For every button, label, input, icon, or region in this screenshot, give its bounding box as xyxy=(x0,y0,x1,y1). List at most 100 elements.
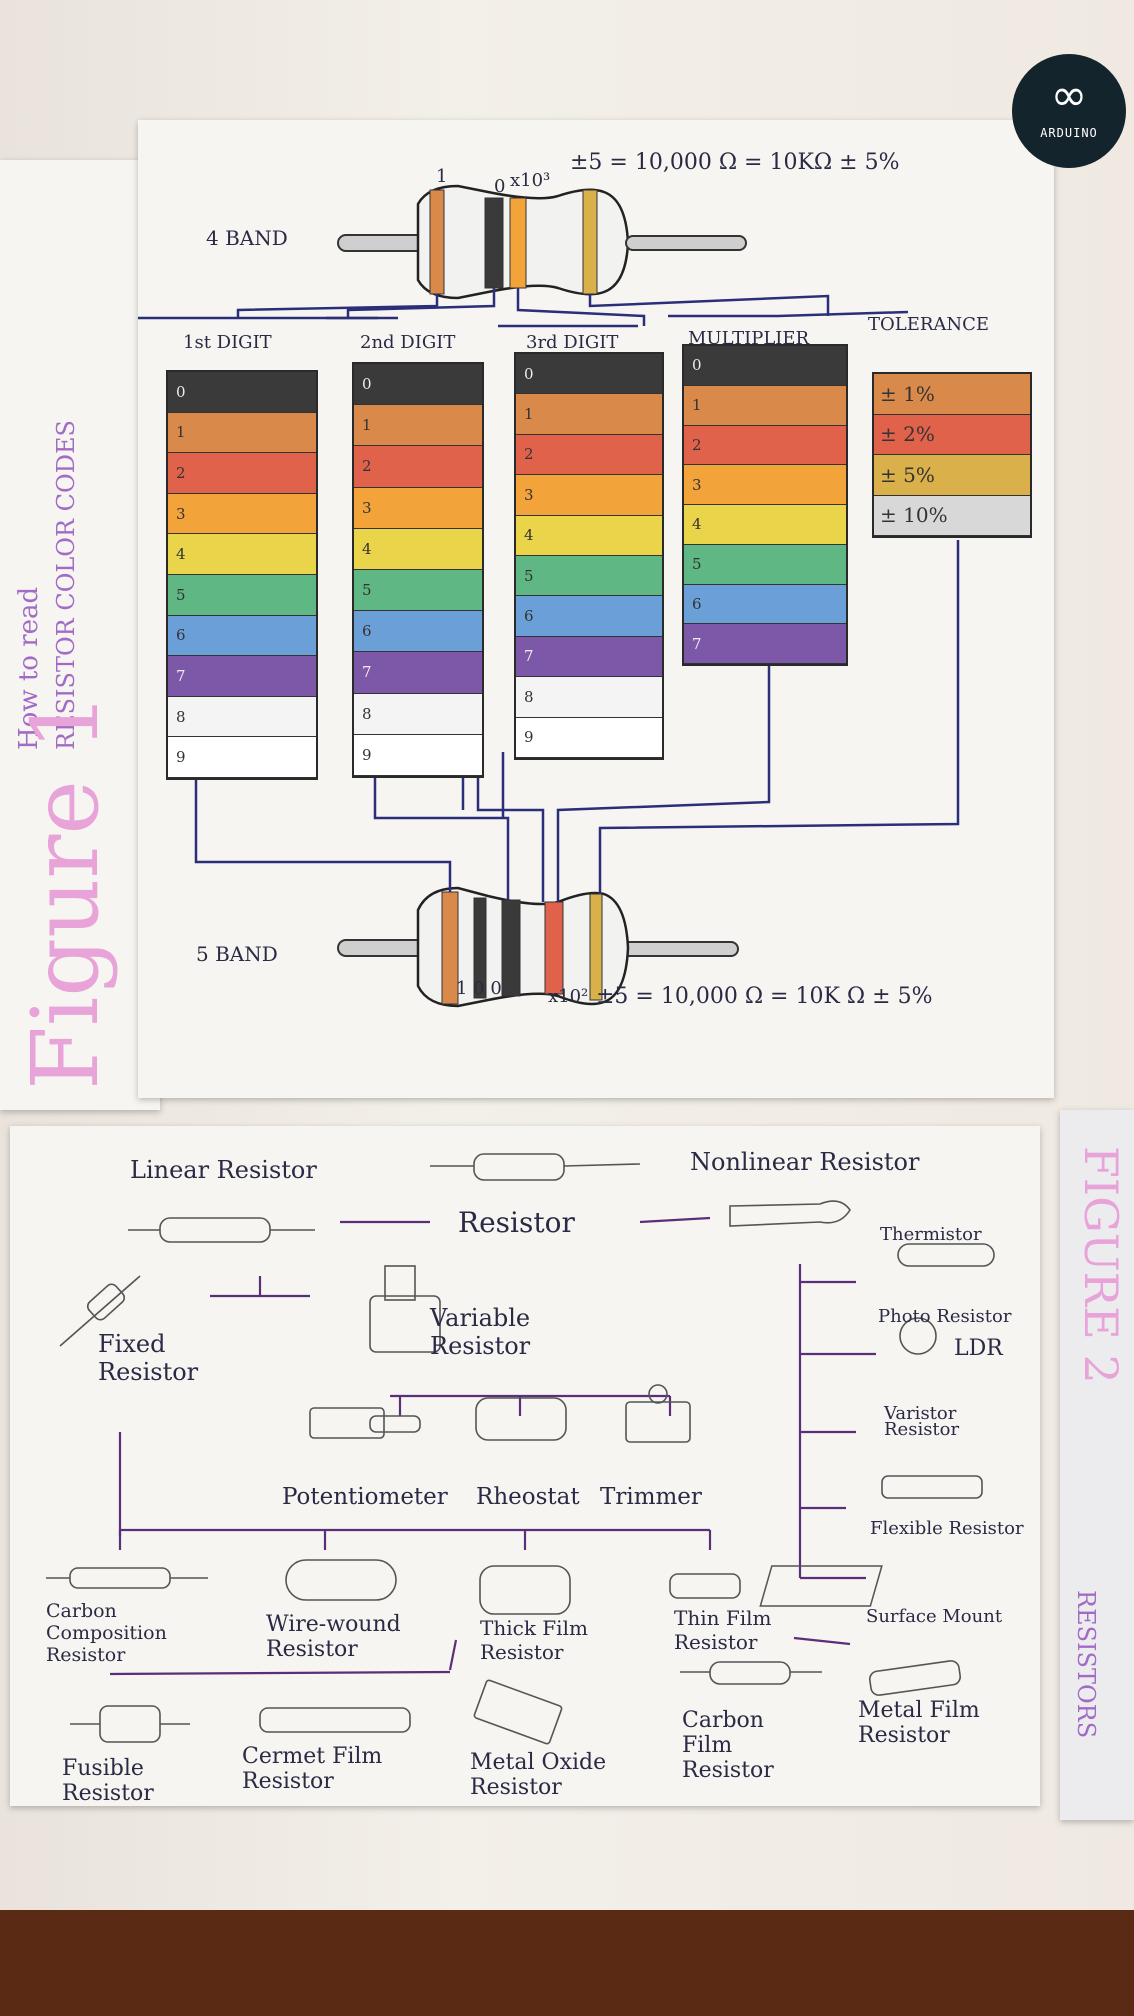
header-tolerance: TOLERANCE xyxy=(868,314,990,335)
color-band-green: 5 xyxy=(168,575,316,616)
resistor-label: Resistor xyxy=(458,1206,575,1239)
top-digit-1: 1 xyxy=(436,166,448,187)
color-band-orange: 3 xyxy=(354,487,482,529)
figure2-diagram xyxy=(46,1153,995,1745)
surface-mount-label: Surface Mount xyxy=(866,1606,1003,1627)
header-2nd-digit: 2nd DIGIT xyxy=(360,332,456,353)
tolerance-band-red: ± 2% xyxy=(874,414,1030,455)
photo-resistor-label: Photo Resistor xyxy=(878,1306,1012,1327)
color-band-yellow: 4 xyxy=(354,528,482,570)
variable-resistor-label: Variable Resistor xyxy=(430,1304,531,1360)
flexible-resistor-label: Flexible Resistor xyxy=(870,1518,1024,1539)
color-band-red: 2 xyxy=(354,446,482,488)
nonlinear-resistor-label: Nonlinear Resistor xyxy=(690,1148,920,1176)
potentiometer-label: Potentiometer xyxy=(282,1484,448,1510)
color-band-yellow: 4 xyxy=(684,505,846,545)
figure2-side-subtitle: RESISTORS xyxy=(1072,1590,1100,1739)
color-band-green: 5 xyxy=(684,544,846,585)
top-multiplier: x10³ xyxy=(510,170,551,191)
thick-film-label: Thick Film Resistor xyxy=(480,1616,588,1664)
arduino-logo: ∞ ARDUINO xyxy=(1012,54,1126,168)
varistor-label: Varistor Resistor xyxy=(884,1403,960,1440)
color-band-green: 5 xyxy=(516,556,662,597)
fusible-label: Fusible Resistor xyxy=(62,1756,154,1806)
color-band-yellow: 4 xyxy=(516,515,662,556)
color-band-red: 2 xyxy=(168,453,316,494)
thin-film-label: Thin Film Resistor xyxy=(674,1606,772,1654)
header-3rd-digit: 3rd DIGIT xyxy=(526,332,619,353)
wire-wound-label: Wire-wound Resistor xyxy=(266,1612,401,1662)
carbon-film-label: Carbon Film Resistor xyxy=(682,1708,774,1783)
color-band-brown: 1 xyxy=(684,385,846,426)
color-band-black: 0 xyxy=(354,364,482,406)
tolerance-band-gold: ± 5% xyxy=(874,455,1030,496)
color-band-violet: 7 xyxy=(354,652,482,694)
color-band-blue: 6 xyxy=(354,611,482,653)
rheostat-label: Rheostat xyxy=(476,1484,580,1510)
header-multiplier: MULTIPLIER xyxy=(688,328,810,349)
figure2-side-card: FIGURE 2 RESISTORS xyxy=(1060,1110,1134,1820)
five-band-resistor xyxy=(337,886,739,1008)
trimmer-label: Trimmer xyxy=(600,1484,702,1510)
five-band-connectors xyxy=(194,540,960,902)
color-band-black: 0 xyxy=(684,346,846,386)
figure1-side-title: Figure 1 xyxy=(12,692,119,1090)
tolerance-band-brown: ± 1% xyxy=(874,374,1030,415)
linear-resistor-label: Linear Resistor xyxy=(130,1156,317,1184)
figure1-card: 4 BAND 1 0 x10³ ±5 = 10,000 Ω = 10KΩ ± 5… xyxy=(138,120,1054,1098)
color-band-violet: 7 xyxy=(684,624,846,664)
figure1-side-card: How to read RESISTOR COLOR CODES Figure … xyxy=(0,160,160,1110)
color-band-white: 9 xyxy=(168,737,316,778)
color-band-white: 9 xyxy=(516,717,662,758)
figure2-side-title: FIGURE 2 xyxy=(1074,1146,1128,1384)
top-equation: ±5 = 10,000 Ω = 10KΩ ± 5% xyxy=(570,150,900,175)
color-band-violet: 7 xyxy=(516,636,662,678)
cermet-label: Cermet Film Resistor xyxy=(242,1744,383,1794)
color-band-white: 9 xyxy=(354,734,482,776)
fixed-resistor-label: Fixed Resistor xyxy=(98,1330,199,1386)
arduino-infinity-icon: ∞ xyxy=(1050,70,1088,121)
color-band-black: 0 xyxy=(168,372,316,413)
color-band-yellow: 4 xyxy=(168,534,316,575)
color-band-orange: 3 xyxy=(168,493,316,535)
arduino-logo-text: ARDUINO xyxy=(1040,126,1098,140)
five-band-label: 5 BAND xyxy=(196,942,278,966)
color-band-violet: 7 xyxy=(168,656,316,697)
four-band-label: 4 BAND xyxy=(206,226,288,250)
ldr-label: LDR xyxy=(954,1336,1003,1361)
color-band-black: 0 xyxy=(516,354,662,395)
tolerance-band-silver: ± 10% xyxy=(874,495,1030,536)
color-band-brown: 1 xyxy=(168,412,316,454)
bottom-equation: ±5 = 10,000 Ω = 10K Ω ± 5% xyxy=(596,984,933,1009)
color-band-brown: 1 xyxy=(354,405,482,447)
color-band-red: 2 xyxy=(516,434,662,476)
color-band-red: 2 xyxy=(684,425,846,466)
top-digit-2: 0 xyxy=(494,176,506,197)
color-band-blue: 6 xyxy=(684,584,846,625)
bottom-digits: 1 0 0 xyxy=(456,978,502,999)
metal-oxide-label: Metal Oxide Resistor xyxy=(470,1750,607,1800)
figure2-card: Linear Resistor Nonlinear Resistor Resis… xyxy=(10,1126,1040,1806)
header-1st-digit: 1st DIGIT xyxy=(183,332,272,353)
thermistor-label: Thermistor xyxy=(880,1224,982,1245)
color-band-gray: 8 xyxy=(354,693,482,735)
column-tolerance: ± 1%± 2%± 5%± 10% xyxy=(872,372,1032,538)
color-band-green: 5 xyxy=(354,570,482,612)
color-band-blue: 6 xyxy=(168,615,316,657)
metal-film-label: Metal Film Resistor xyxy=(858,1698,980,1748)
four-band-resistor xyxy=(337,184,747,300)
color-band-gray: 8 xyxy=(516,677,662,718)
carbon-composition-label: Carbon Composition Resistor xyxy=(46,1600,167,1666)
four-band-connectors xyxy=(138,288,909,328)
resistor-sketches xyxy=(46,1153,995,1745)
color-band-blue: 6 xyxy=(516,596,662,637)
color-band-gray: 8 xyxy=(168,696,316,738)
bottom-multiplier: x10² xyxy=(548,986,589,1007)
color-band-brown: 1 xyxy=(516,394,662,435)
figure1-diagram xyxy=(138,184,960,1008)
color-band-orange: 3 xyxy=(684,465,846,505)
